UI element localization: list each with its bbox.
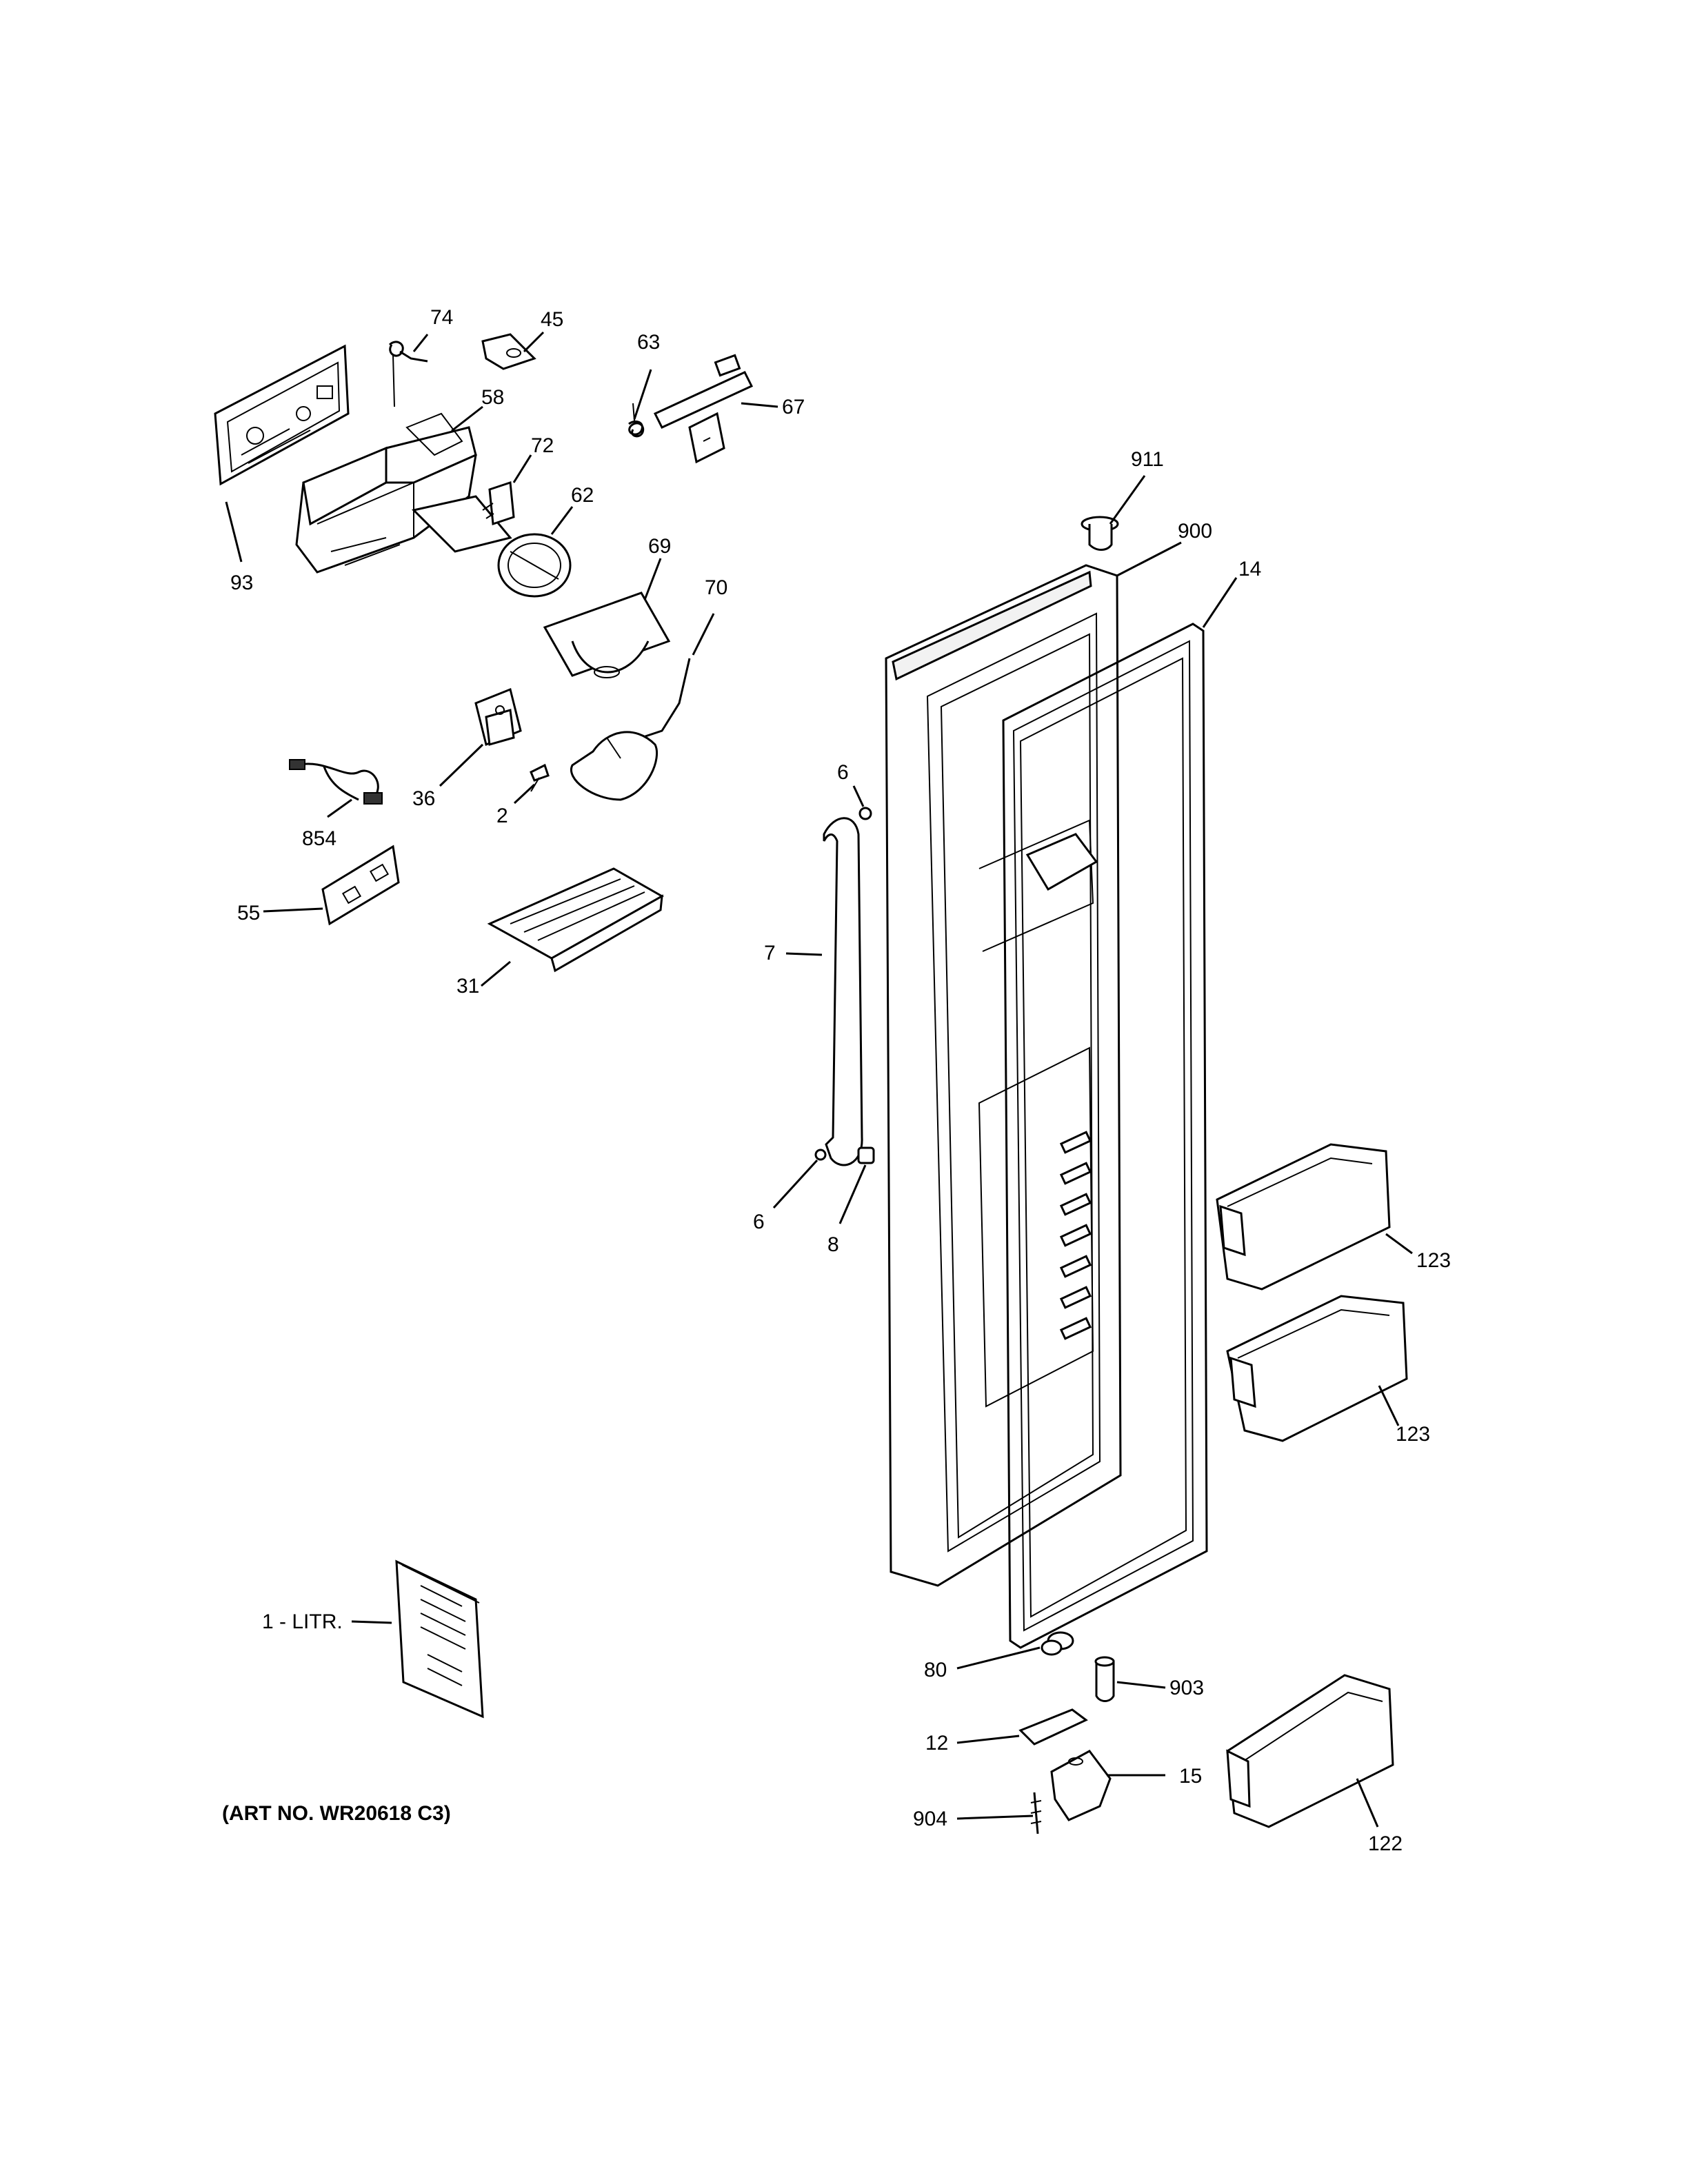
callout-69: 69 xyxy=(648,535,671,558)
part-15-hinge xyxy=(1050,1750,1112,1821)
callout-7: 7 xyxy=(764,942,776,964)
part-6-screw-bottom xyxy=(814,1149,827,1161)
part-854-wire-harness xyxy=(289,759,383,805)
part-12-shim xyxy=(1018,1708,1088,1746)
part-123-door-bin-upper xyxy=(1216,1143,1391,1291)
leader-lines xyxy=(225,331,1413,1828)
part-72-switch xyxy=(482,481,515,526)
part-911-bushing xyxy=(1081,516,1119,551)
callout-45: 45 xyxy=(541,308,563,331)
callout-55: 55 xyxy=(237,902,260,924)
part-14-gasket xyxy=(1002,623,1208,1649)
art-number: (ART NO. WR20618 C3) xyxy=(222,1802,451,1825)
callout-6-top: 6 xyxy=(837,761,849,784)
part-8-plug xyxy=(857,1146,875,1164)
part-31-drip-tray xyxy=(487,867,665,973)
callout-12: 12 xyxy=(925,1732,948,1755)
callout-labels: 74 45 63 67 58 72 62 93 69 70 911 900 14… xyxy=(230,306,1451,1855)
part-2-screw xyxy=(530,763,550,792)
callout-2: 2 xyxy=(496,805,508,827)
door-shelf-clips xyxy=(1059,1131,1092,1340)
callout-14: 14 xyxy=(1238,558,1261,580)
callout-904: 904 xyxy=(913,1808,947,1830)
callout-15: 15 xyxy=(1179,1765,1202,1788)
part-63-spring xyxy=(628,403,645,438)
callout-80: 80 xyxy=(924,1659,947,1681)
part-904-screw xyxy=(1030,1792,1042,1834)
callout-1-litr: 1 - LITR. xyxy=(262,1610,343,1633)
callout-70: 70 xyxy=(705,576,727,599)
callout-58: 58 xyxy=(481,386,504,409)
part-6-screw-top xyxy=(858,807,872,820)
part-80-bushing xyxy=(1041,1631,1074,1656)
callout-63: 63 xyxy=(637,331,660,354)
part-69-funnel xyxy=(543,592,671,678)
callout-36: 36 xyxy=(412,787,435,810)
part-62-ring xyxy=(497,533,572,598)
callout-74: 74 xyxy=(430,306,453,329)
part-1-literature xyxy=(395,1559,484,1719)
part-58-dispenser-housing xyxy=(295,412,512,574)
callout-72: 72 xyxy=(531,434,554,457)
part-67-lever-paddle xyxy=(653,354,754,464)
part-900-door-assembly xyxy=(885,564,1122,1587)
part-70-door-arm xyxy=(570,658,691,801)
callout-123-upper: 123 xyxy=(1416,1249,1451,1272)
callout-123-lower: 123 xyxy=(1396,1423,1430,1446)
callout-854: 854 xyxy=(302,827,336,850)
part-36-bracket xyxy=(474,687,522,747)
part-122-dairy-bin xyxy=(1226,1674,1394,1828)
callout-93: 93 xyxy=(230,572,253,594)
part-903-pin xyxy=(1094,1656,1115,1702)
callout-8: 8 xyxy=(827,1233,839,1256)
part-45-bracket xyxy=(481,333,536,370)
callout-31: 31 xyxy=(456,975,479,998)
callout-900: 900 xyxy=(1178,520,1212,543)
part-7-handle xyxy=(823,817,863,1166)
callout-911: 911 xyxy=(1131,448,1164,471)
part-74-spring xyxy=(388,341,428,407)
part-93-control-panel xyxy=(214,344,350,486)
part-123-door-bin-lower xyxy=(1226,1295,1408,1442)
part-55-circuit-board xyxy=(321,845,400,926)
callout-62: 62 xyxy=(571,484,594,507)
callout-67: 67 xyxy=(782,396,805,418)
callout-122: 122 xyxy=(1368,1832,1403,1855)
callout-6-bottom: 6 xyxy=(753,1211,765,1233)
callout-903: 903 xyxy=(1169,1677,1204,1699)
